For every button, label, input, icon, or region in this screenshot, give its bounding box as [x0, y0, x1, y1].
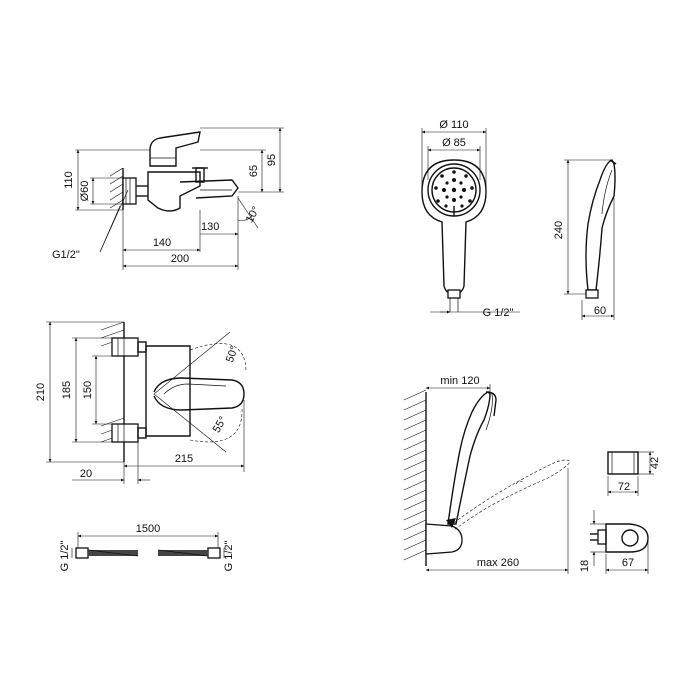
mixer-side-view: 110 Ø60 95 65 130 140 200 10° G1/2" [52, 127, 284, 270]
dim-1500: 1500 [136, 523, 160, 535]
dim-diameter-60: Ø60 [79, 181, 91, 202]
dim-240: 240 [553, 221, 565, 239]
dim-210: 210 [35, 383, 47, 401]
hand-shower-front: Ø 110 Ø 85 G 1/2" [421, 119, 520, 319]
wall-holder-installed: min 120 max 260 [403, 375, 571, 574]
dim-65: 65 [248, 165, 260, 177]
dim-angle-55: 55° [211, 415, 230, 435]
dim-20: 20 [80, 468, 92, 480]
dim-angle-10: 10° [244, 205, 263, 225]
shower-hose: 1500 G 1/2" G 1/2" [59, 523, 235, 571]
label-hose-thread-right: G 1/2" [223, 541, 235, 572]
hand-shower-side: 240 60 [553, 159, 617, 320]
dim-130: 130 [201, 221, 219, 233]
dim-185: 185 [61, 381, 73, 399]
dim-42: 42 [649, 457, 661, 469]
dim-diameter-85: Ø 85 [442, 137, 466, 149]
dim-min-120: min 120 [440, 375, 479, 387]
holder-detail-side: 18 67 [579, 510, 649, 574]
mixer-top-view: 210 185 150 20 215 50° 55° [35, 321, 247, 484]
dim-140: 140 [153, 237, 171, 249]
spray-nozzles [434, 170, 474, 208]
holder-detail-front: 42 72 [607, 451, 661, 496]
label-hose-thread-left: G 1/2" [59, 541, 71, 572]
dim-67: 67 [622, 557, 634, 569]
dim-60: 60 [594, 305, 606, 317]
dim-72: 72 [618, 481, 630, 493]
dim-150: 150 [82, 381, 94, 399]
dim-max-260: max 260 [477, 557, 519, 569]
wall-hatching [109, 167, 124, 209]
label-thread-g12: G1/2" [52, 249, 80, 261]
dim-18: 18 [579, 560, 591, 572]
dim-215: 215 [175, 453, 193, 465]
dim-110: 110 [63, 171, 75, 189]
dim-diameter-110: Ø 110 [439, 119, 468, 131]
dim-200: 200 [171, 253, 189, 265]
label-shower-thread: G 1/2" [483, 307, 514, 319]
dim-95: 95 [266, 154, 278, 166]
wall-hatching-holder [403, 389, 427, 561]
dim-angle-50: 50° [224, 344, 241, 364]
